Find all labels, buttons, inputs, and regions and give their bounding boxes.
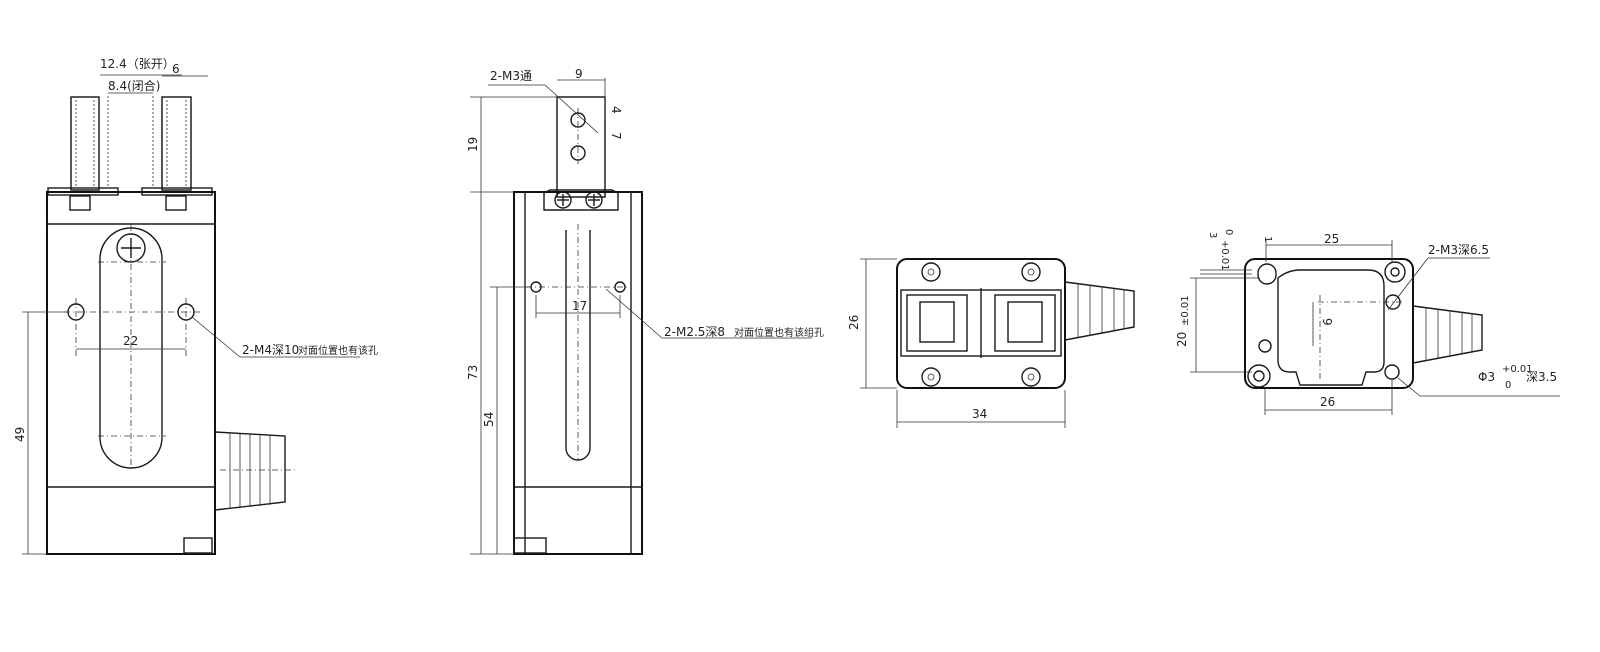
dim-height: 49 — [13, 427, 27, 442]
bottom-dim-height: 20 — [1175, 332, 1189, 347]
side-dim-pitch: 7 — [609, 132, 623, 140]
bottom-tol-upper: +0.01 — [1219, 240, 1230, 271]
bottom-callout-pin-upper: +0.01 — [1502, 364, 1533, 375]
side-callout-note: 对面位置也有该组孔 — [734, 326, 824, 339]
side-callout-spec: 2-M2.5深8 — [664, 325, 725, 339]
bottom-callout-pin-lower: 0 — [1505, 380, 1511, 391]
dim-hole-spacing: 22 — [123, 334, 138, 348]
side-dim-finger-width: 9 — [575, 67, 583, 81]
bottom-callout-pin-prefix: Φ3 — [1478, 370, 1495, 384]
bottom-dim-hole-spacing-bottom: 26 — [1320, 395, 1335, 409]
top-view: 26 34 — [847, 258, 1135, 428]
right-finger — [161, 96, 192, 191]
top-dim-height: 26 — [847, 315, 861, 330]
bottom-dim-hole-spacing-top: 25 — [1324, 232, 1339, 246]
side-callout-thread: 2-M3通 — [490, 69, 532, 83]
front-cable — [214, 431, 295, 511]
bottom-dim-offset-small: 1 — [1262, 236, 1273, 242]
front-body — [46, 191, 216, 555]
front-view: 12.4（张开） 8.4(闭合) 6 22 49 2-M4深10 对面位置也有该… — [13, 57, 378, 555]
bottom-cable — [1412, 305, 1483, 364]
side-body — [513, 191, 643, 555]
top-dim-width: 34 — [972, 407, 987, 421]
top-body — [896, 258, 1066, 389]
side-dim-body-height: 54 — [482, 412, 496, 427]
bottom-callout-pin-depth: 深3.5 — [1526, 370, 1557, 384]
bottom-callout-thread: 2-M3深6.5 — [1428, 243, 1489, 257]
bottom-view: 25 1 3 +0.01 0 20 ±0.01 9 26 2-M3深6.5 Φ3… — [1175, 229, 1560, 415]
dim-finger-width: 6 — [172, 62, 180, 76]
bottom-dim-height-tol: ±0.01 — [1180, 295, 1191, 326]
top-cable — [1064, 281, 1135, 341]
side-dim-hole-spacing: 17 — [572, 299, 587, 313]
front-callout-note: 对面位置也有该孔 — [298, 344, 378, 357]
side-dim-total-height: 73 — [466, 365, 480, 380]
dim-open-width: 12.4（张开） — [100, 57, 175, 71]
bottom-tol-lower: 0 — [1223, 229, 1234, 235]
bottom-tol-value: 3 — [1207, 232, 1218, 238]
side-dim-finger-height: 19 — [466, 137, 480, 152]
side-dim-offset: 4 — [609, 106, 623, 114]
front-callout-spec: 2-M4深10 — [242, 343, 299, 357]
bottom-body — [1244, 258, 1414, 389]
bottom-dim-inner-offset: 9 — [1320, 318, 1334, 326]
front-screw — [116, 233, 146, 263]
side-view: 9 4 7 19 73 54 17 2-M3通 2-M2.5深8 对面位置也有该… — [466, 67, 824, 555]
left-finger — [70, 96, 100, 191]
dim-closed-width: 8.4(闭合) — [108, 78, 160, 93]
